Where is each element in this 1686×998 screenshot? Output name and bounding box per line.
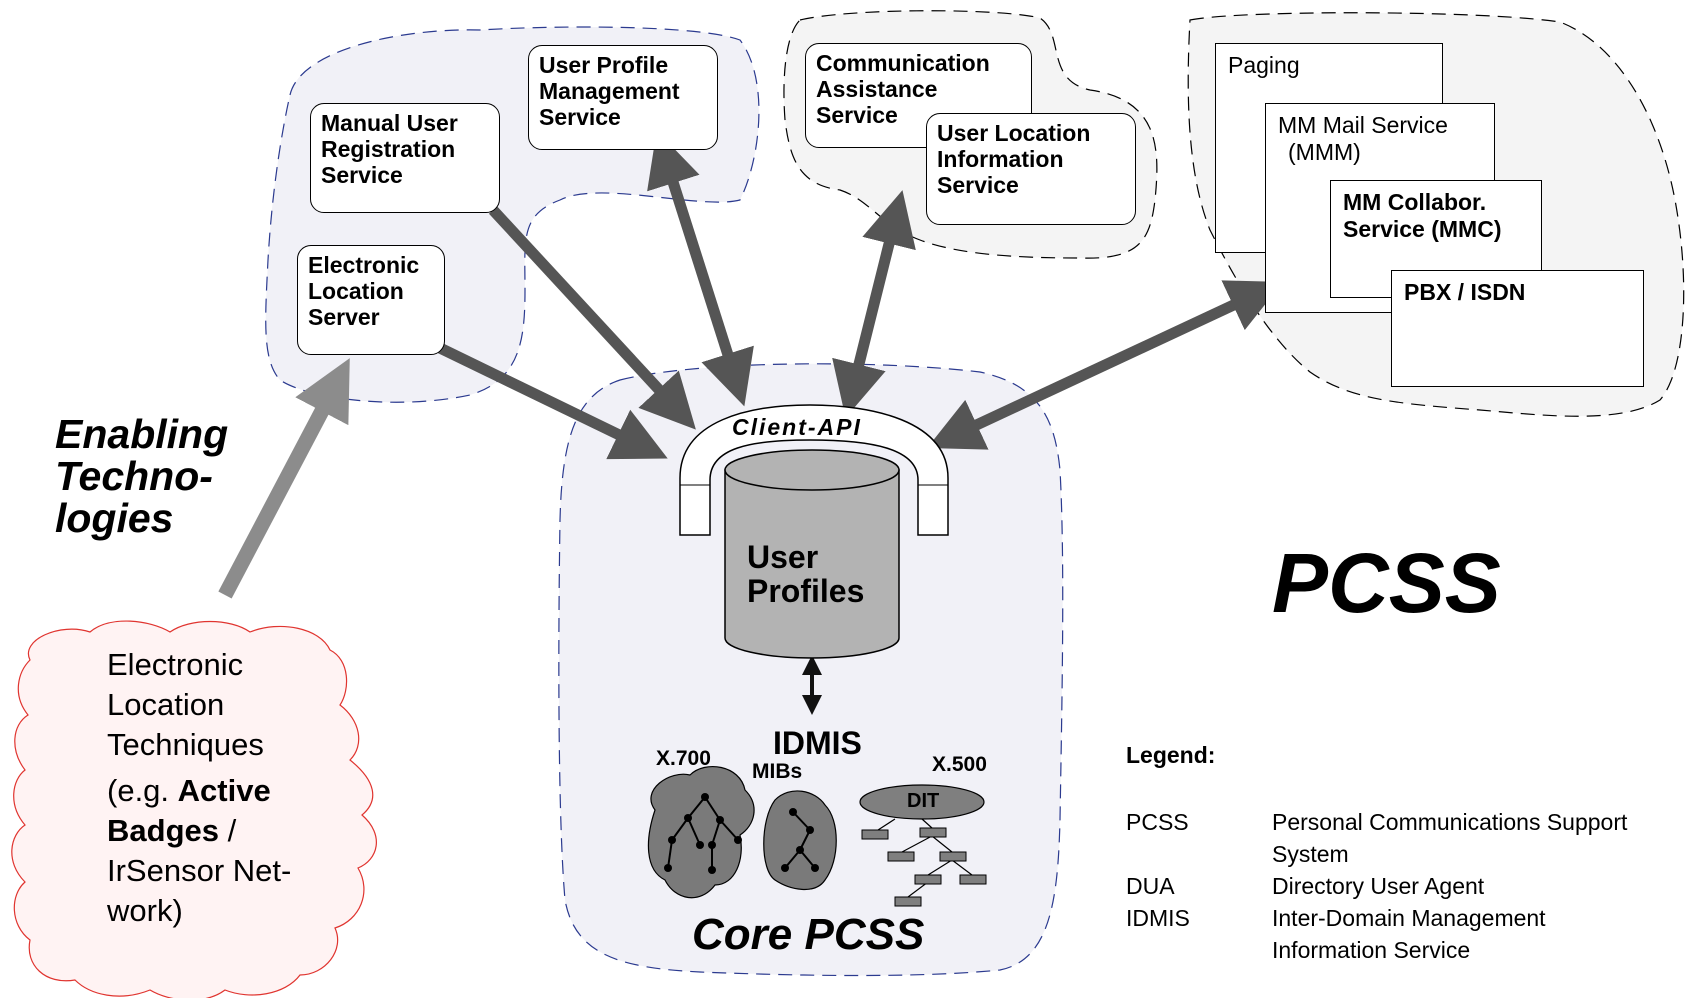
techniques-line2: Location [107, 687, 225, 722]
arrow-location-server-to-core [437, 343, 668, 460]
mm-collab-label-line1: MM Collabor. [1343, 189, 1487, 215]
legend-def-1-line2: System [1272, 841, 1349, 867]
mib-tree-icon-1 [647, 766, 755, 899]
location-server-label: Electronic Location Server [308, 252, 420, 330]
profile-management-service-box: User Profile Management Service [528, 45, 718, 150]
pbx-isdn-label: PBX / ISDN [1404, 279, 1526, 305]
legend-def-1: Personal Communications Support System [1272, 806, 1627, 870]
paging-label: Paging [1228, 52, 1300, 78]
user-profiles-label-line1: User [747, 539, 819, 575]
techniques-line4-pre: (e.g. [107, 773, 178, 808]
techniques-line5: Badges / [107, 811, 291, 851]
mm-collab-label-line2: Service (MMC) [1343, 216, 1502, 242]
user-location-info-box: User Location Information Service [926, 113, 1136, 225]
legend-abbr-1: PCSS [1126, 809, 1189, 835]
idmis-label: IDMIS [773, 725, 862, 761]
x700-label: X.700 [656, 747, 711, 770]
arrow-communication-assistance-core [832, 190, 916, 418]
user-profiles-database-icon [724, 449, 900, 659]
core-pcss-title: Core PCSS [692, 910, 925, 959]
arrow-profile-management-core [647, 130, 754, 407]
mm-mail-label-line2: (MMM) [1288, 139, 1361, 165]
profile-management-label: User Profile Management Service [539, 52, 680, 130]
techniques-line4: (e.g. Active [107, 771, 291, 811]
location-server-box: Electronic Location Server [297, 245, 445, 355]
legend-def-2: Directory User Agent [1272, 873, 1485, 899]
legend-heading: Legend: [1126, 742, 1216, 768]
user-location-info-label: User Location Information Service [937, 120, 1091, 198]
techniques-line4-bold: Active [177, 773, 271, 808]
x500-label: X.500 [932, 753, 987, 776]
enabling-line1: Enabling [55, 411, 229, 457]
enabling-line2: Techno- [55, 453, 213, 499]
enabling-line3: logies [55, 495, 174, 541]
dit-label: DIT [907, 790, 940, 812]
legend-abbr-3: IDMIS [1126, 905, 1190, 931]
arrow-comm-services-core [927, 280, 1283, 450]
dit-tree-icon [859, 784, 987, 907]
legend-def-3-line1: Inter-Domain Management [1272, 905, 1546, 931]
enabling-technologies-label: Enabling Techno- logies [55, 413, 228, 539]
legend-abbr-2: DUA [1126, 873, 1175, 899]
client-api-arch [679, 404, 949, 536]
legend-def-3: Inter-Domain Management Information Serv… [1272, 902, 1546, 966]
pbx-isdn-box: PBX / ISDN [1391, 270, 1644, 387]
legend-def-1-line1: Personal Communications Support [1272, 809, 1628, 835]
techniques-line3: Techniques [107, 727, 264, 762]
legend-def-3-line2: Information Service [1272, 937, 1471, 963]
techniques-line7: work) [107, 893, 183, 928]
user-profiles-label-line2: Profiles [747, 573, 865, 609]
techniques-line6: IrSensor Net- [107, 853, 292, 888]
arrow-manual-registration-to-core [488, 206, 696, 430]
techniques-line1: Electronic [107, 647, 244, 682]
manual-registration-label: Manual User Registration Service [321, 110, 458, 188]
techniques-line5-bold: Badges [107, 813, 219, 848]
pcss-title: PCSS [1272, 536, 1501, 630]
communication-assistance-label: Communication Assistance Service [816, 50, 990, 128]
techniques-cloud [11, 620, 377, 998]
client-api-label: Client-API [732, 414, 862, 440]
mibs-label: MIBs [752, 760, 803, 783]
mm-mail-label-line1: MM Mail Service [1278, 112, 1448, 138]
techniques-line5-post: / [218, 813, 237, 848]
techniques-text: Electronic Location Techniques (e.g. Act… [107, 645, 291, 931]
arrow-enabling-technologies [218, 358, 350, 599]
manual-registration-service-box: Manual User Registration Service [310, 103, 500, 213]
mib-tree-icon-2 [763, 790, 837, 890]
